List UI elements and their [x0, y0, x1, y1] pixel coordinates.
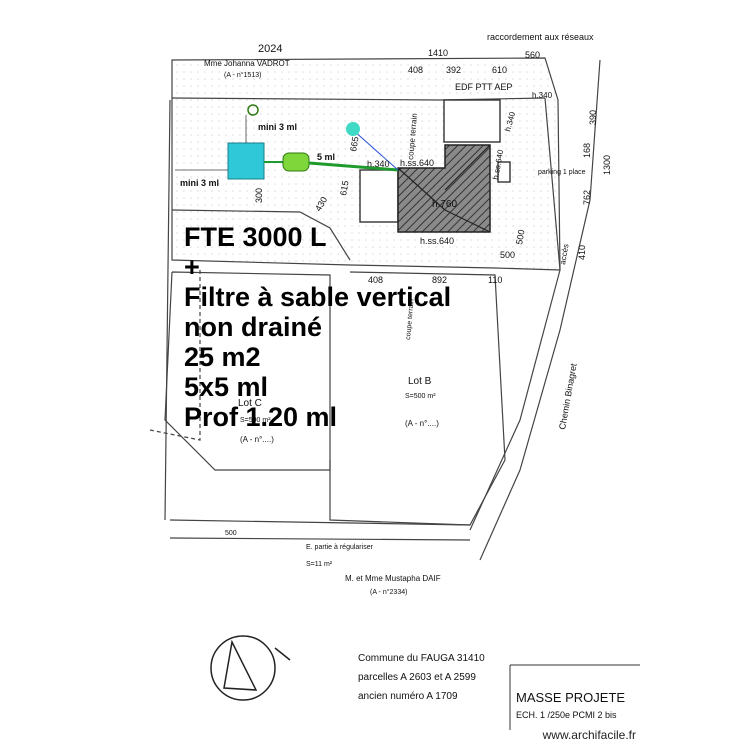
mini-top-label: mini 3 ml	[258, 122, 297, 132]
left-edge	[164, 99, 171, 521]
road-edge-left	[469, 97, 561, 531]
network-link: raccordement aux réseaux	[487, 32, 594, 42]
dim-300: 300	[254, 188, 264, 203]
dim-110: 110	[488, 275, 502, 285]
regularize-label: E. partie à régulariser	[306, 544, 374, 551]
dim-500-right: 500	[514, 229, 526, 246]
lot-b-ref: (A - n°....)	[405, 419, 439, 428]
pipe-length-label: 5 ml	[317, 152, 335, 162]
plant-icon	[247, 104, 259, 116]
annotation-line-4: non drainé	[184, 312, 323, 342]
annotation-line-2: +	[184, 252, 200, 282]
old-number: ancien numéro A 1709	[358, 691, 458, 702]
buildings	[359, 99, 511, 223]
mini-left-label: mini 3 ml	[180, 178, 219, 188]
level-h760: h.760	[432, 199, 457, 210]
sanitation-annotation: FTE 3000 L + Filtre à sable vertical non…	[184, 222, 451, 432]
dim-500b: 500	[500, 250, 515, 260]
commune: Commune du FAUGA 31410	[358, 653, 485, 664]
dim-762: 762	[582, 190, 592, 205]
lot-b-outline	[329, 271, 506, 526]
level-hss640-bottom: h.ss.640	[420, 236, 454, 246]
regularize-area: S=11 m²	[306, 561, 333, 568]
annotation-line-7: Prof 1.20 ml	[184, 402, 338, 432]
lot-bottom-line-2	[169, 537, 471, 541]
dim-410: 410	[577, 245, 587, 260]
dim-1300: 1300	[602, 155, 612, 175]
dim-408a: 408	[408, 65, 423, 75]
garage	[443, 99, 501, 143]
lot-b-label: Lot B	[408, 376, 432, 387]
dim-2024: 2024	[258, 43, 282, 55]
dim-665: 665	[348, 136, 360, 153]
porch	[497, 161, 511, 183]
level-h340-top: h.340	[532, 91, 553, 100]
roof-ridge-3	[444, 209, 491, 233]
cut-label-2: coupe terrain	[405, 299, 416, 340]
dim-390: 390	[588, 110, 598, 125]
annotation-line-3: Filtre à sable vertical	[184, 282, 452, 312]
roof-ridge-2	[444, 144, 491, 191]
blue-line	[352, 129, 399, 171]
annotation-line-6: 5x5 ml	[184, 372, 269, 402]
dim-560: 560	[525, 50, 540, 60]
cut-label: coupe terrain	[406, 113, 419, 160]
dim-610: 610	[492, 65, 507, 75]
lot-c-ref: (A - n°....)	[240, 435, 274, 444]
dim-392: 392	[446, 65, 461, 75]
lot-boundary-top	[171, 97, 546, 101]
dim-500c: 500	[225, 530, 237, 537]
dim-168: 168	[582, 143, 592, 158]
lot-b-area: S=500 m²	[405, 393, 436, 400]
road-label: Chemin Binagret	[557, 362, 579, 430]
sanitation	[175, 104, 399, 180]
septic-tank	[282, 152, 310, 172]
lot-c-label: Lot C	[238, 398, 262, 409]
dim-1410: 1410	[428, 48, 448, 58]
plan-scale: ECH. 1 /250e PCMI 2 bis	[516, 710, 617, 720]
dim-408b: 408	[368, 275, 383, 285]
tree-icon	[346, 122, 360, 136]
house-pipe	[308, 161, 399, 172]
dim-615: 615	[338, 180, 350, 197]
neighbor-top-ref: (A - n°1513)	[224, 71, 261, 79]
parcels: parcelles A 2603 et A 2599	[358, 672, 476, 683]
title-frame	[509, 664, 640, 730]
parking-label: parking 1 place	[538, 169, 586, 176]
lot-c-area: S=500 m²	[240, 417, 271, 424]
compass-icon	[210, 635, 291, 701]
neighbor-top: Mme Johanna VADROT	[204, 59, 290, 68]
level-hss640-top: h.ss.640	[400, 158, 434, 168]
annotation-line-1: FTE 3000 L	[184, 222, 327, 252]
dim-892: 892	[432, 275, 447, 285]
level-h340-mid: h.340	[367, 159, 390, 169]
plan-title: MASSE PROJETE	[516, 690, 625, 705]
neighbor-bottom-ref: (A - n°2334)	[370, 588, 407, 596]
house	[397, 144, 491, 233]
annex	[359, 169, 399, 223]
annotation-line-5: 25 m2	[184, 342, 261, 372]
neighbor-strip	[149, 270, 201, 441]
lot-boundary-mid	[171, 209, 351, 261]
watermark: www.archifacile.fr	[542, 728, 636, 742]
neighbor-bottom: M. et Mme Mustapha DAIF	[345, 574, 441, 583]
road-edge-right	[479, 59, 601, 561]
lot-bottom-line	[169, 519, 471, 526]
roof-ridge-1	[397, 167, 446, 211]
networks-label: EDF PTT AEP	[455, 82, 512, 92]
sand-filter	[227, 142, 265, 180]
access-label: accès	[558, 243, 570, 265]
